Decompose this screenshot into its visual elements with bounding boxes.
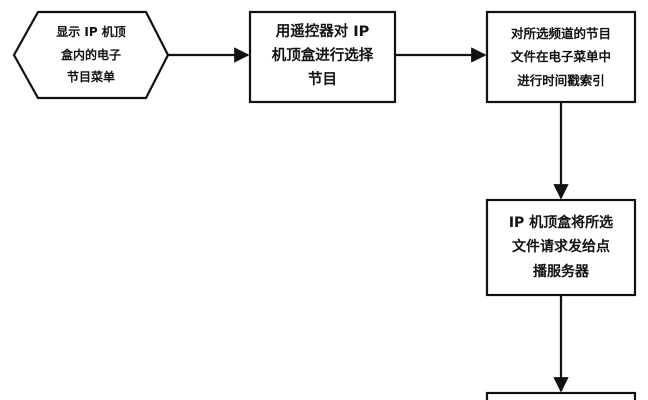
node-next-step-cropped <box>487 392 635 400</box>
node-label-line: 文件请求发给点 <box>512 239 610 256</box>
node-timestamp-index: 对所选频道的节目 文件在电子菜单中 进行时间戳索引 <box>487 12 635 102</box>
node-request-vod-server: IP 机顶盒将所选 文件请求发给点 播服务器 <box>487 200 635 295</box>
node-label-line: 节目菜单 <box>66 70 115 85</box>
node-shape-display-menu <box>12 10 170 100</box>
node-shape-remote-select <box>248 10 397 104</box>
node-label-line: 对所选频道的节目 <box>510 26 611 42</box>
node-shape-request-server <box>485 198 637 297</box>
node-remote-select-program: 用遥控器对 IP 机顶盒进行选择 节目 <box>250 12 395 102</box>
node-shape-next-step <box>485 391 637 400</box>
node-label-line: 文件在电子菜单中 <box>510 49 611 65</box>
node-label-line: 机顶盒进行选择 <box>271 48 374 65</box>
node-label-line: 显示 IP 机顶 <box>56 24 126 39</box>
node-label-line: IP 机顶盒将所选 <box>508 214 614 231</box>
node-label-line: 进行时间戳索引 <box>517 72 605 88</box>
node-display-epg-menu: 显示 IP 机顶 盒内的电子 节目菜单 <box>22 10 160 100</box>
node-label-line: 节目 <box>308 71 337 88</box>
node-label-line: 播服务器 <box>533 263 589 280</box>
node-label-line: 用遥控器对 IP <box>275 24 370 41</box>
node-label-line: 盒内的电子 <box>60 47 121 62</box>
